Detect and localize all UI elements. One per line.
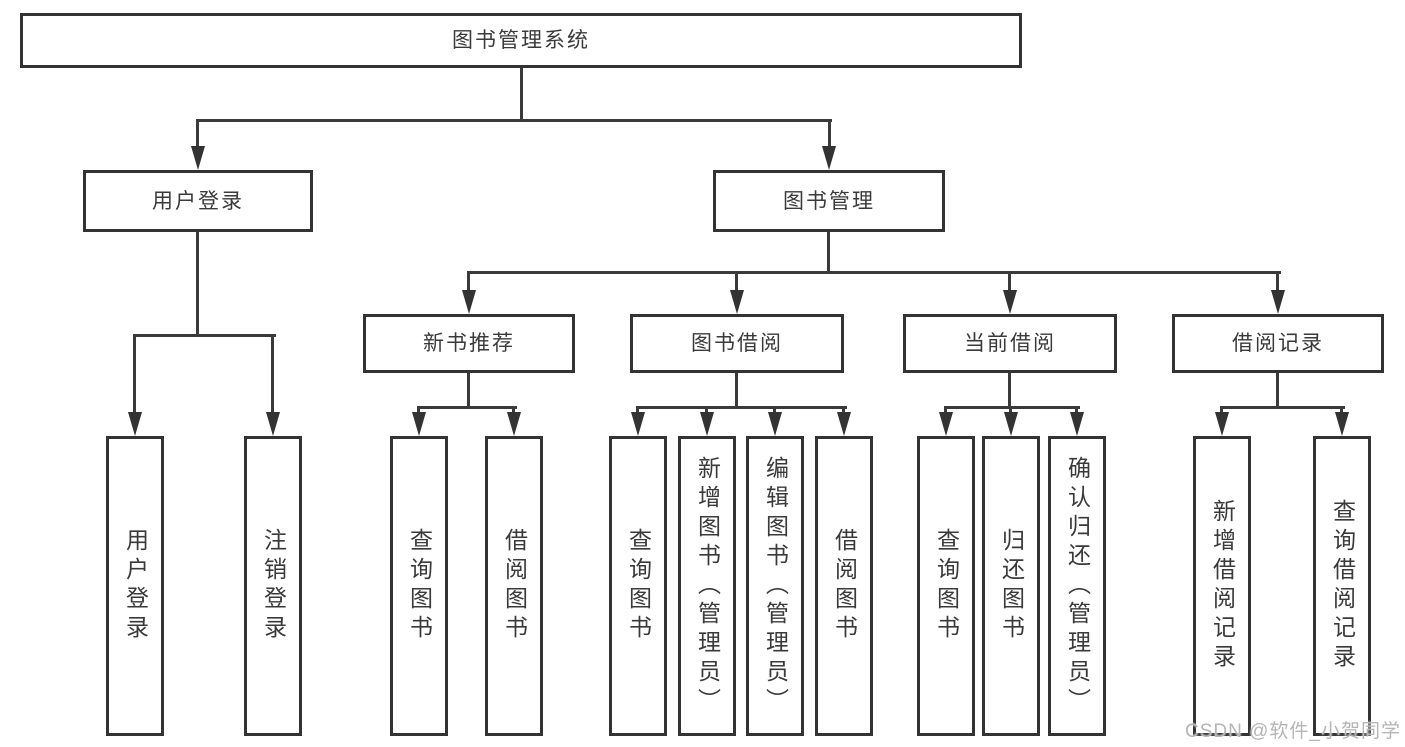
node-book-management: 图书管理 (713, 170, 945, 232)
arrow-down-icon (700, 412, 714, 436)
node-borrowing-records: 借阅记录 (1172, 314, 1384, 373)
connector-line (520, 68, 523, 121)
connector-line (735, 271, 738, 293)
arrow-down-icon (939, 412, 953, 436)
leaf-add-books-admin-label: 新增图书（管理员） (694, 455, 721, 717)
leaf-query-books-borrowing: 查询图书 (609, 436, 667, 736)
arrow-down-icon (507, 412, 521, 436)
connector-line (467, 271, 1281, 274)
arrow-down-icon (462, 290, 476, 314)
connector-line (271, 334, 274, 416)
connector-line (467, 271, 470, 293)
connector-line (1008, 271, 1011, 293)
leaf-borrow-books-recommend-label: 借阅图书 (501, 528, 528, 644)
csdn-watermark: CSDN @软件_小贺同学 (1185, 721, 1401, 742)
connector-line (827, 232, 830, 274)
node-new-book-recommend-label: 新书推荐 (423, 332, 515, 355)
node-new-book-recommend: 新书推荐 (363, 314, 575, 373)
connector-line (1075, 406, 1078, 416)
arrow-down-icon (631, 412, 645, 436)
leaf-logout: 注销登录 (244, 436, 302, 736)
leaf-add-borrow-record-label: 新增借阅记录 (1209, 499, 1236, 673)
connector-line (196, 119, 832, 122)
arrow-down-icon (191, 146, 205, 170)
connector-line (944, 406, 947, 416)
leaf-user-login: 用户登录 (106, 436, 164, 736)
node-book-borrowing: 图书借阅 (630, 314, 844, 373)
leaf-query-books-recommend-label: 查询图书 (406, 528, 433, 644)
arrow-down-icon (1004, 412, 1018, 436)
connector-line (196, 119, 199, 149)
node-book-management-label: 图书管理 (783, 189, 875, 213)
node-book-borrowing-label: 图书借阅 (691, 332, 783, 355)
leaf-edit-books-admin: 编辑图书（管理员） (746, 436, 804, 736)
leaf-logout-label: 注销登录 (260, 528, 287, 644)
connector-line (735, 373, 738, 408)
connector-line (1220, 406, 1223, 416)
connector-line (1276, 271, 1279, 293)
connector-line (944, 406, 1080, 409)
node-current-borrowing: 当前借阅 (903, 314, 1117, 373)
leaf-query-books-recommend: 查询图书 (390, 436, 448, 736)
leaf-confirm-return-admin: 确认归还（管理员） (1048, 436, 1106, 736)
connector-line (1276, 373, 1279, 408)
arrow-down-icon (1070, 412, 1084, 436)
connector-line (773, 406, 776, 416)
leaf-return-books: 归还图书 (982, 436, 1040, 736)
arrow-down-icon (412, 412, 426, 436)
leaf-borrow-books-label: 借阅图书 (831, 528, 858, 644)
connector-line (1340, 406, 1343, 416)
leaf-edit-books-admin-label: 编辑图书（管理员） (762, 455, 789, 717)
connector-line (842, 406, 845, 416)
arrow-down-icon (1215, 412, 1229, 436)
arrow-down-icon (768, 412, 782, 436)
leaf-add-borrow-record: 新增借阅记录 (1193, 436, 1251, 736)
connector-line (636, 406, 639, 416)
node-library-system-label: 图书管理系统 (452, 29, 590, 52)
connector-line (417, 406, 517, 409)
leaf-query-books-borrowing-label: 查询图书 (625, 528, 652, 644)
arrow-down-icon (128, 412, 142, 436)
connector-line (133, 334, 276, 337)
connector-line (467, 373, 470, 408)
arrow-down-icon (1271, 290, 1285, 314)
arrow-down-icon (837, 412, 851, 436)
arrow-down-icon (266, 412, 280, 436)
arrow-down-icon (1335, 412, 1349, 436)
connector-line (417, 406, 420, 416)
leaf-query-books-current: 查询图书 (917, 436, 975, 736)
node-user-login-label: 用户登录 (152, 189, 244, 213)
leaf-borrow-books-recommend: 借阅图书 (485, 436, 543, 736)
leaf-return-books-label: 归还图书 (998, 528, 1025, 644)
arrow-down-icon (1003, 290, 1017, 314)
connector-line (1220, 406, 1345, 409)
connector-line (828, 119, 831, 149)
leaf-query-books-current-label: 查询图书 (933, 528, 960, 644)
connector-line (133, 334, 136, 416)
arrow-down-icon (730, 290, 744, 314)
connector-line (1009, 406, 1012, 416)
leaf-add-books-admin: 新增图书（管理员） (678, 436, 736, 736)
connector-line (196, 232, 199, 336)
connector-line (1008, 373, 1011, 408)
leaf-query-borrow-record: 查询借阅记录 (1313, 436, 1371, 736)
node-current-borrowing-label: 当前借阅 (964, 332, 1056, 355)
leaf-user-login-label: 用户登录 (122, 528, 149, 644)
arrow-down-icon (822, 146, 836, 170)
node-library-system: 图书管理系统 (20, 13, 1022, 68)
leaf-query-borrow-record-label: 查询借阅记录 (1329, 499, 1356, 673)
node-user-login: 用户登录 (83, 170, 313, 232)
node-borrowing-records-label: 借阅记录 (1232, 332, 1324, 355)
leaf-borrow-books: 借阅图书 (815, 436, 873, 736)
connector-line (512, 406, 515, 416)
leaf-confirm-return-admin-label: 确认归还（管理员） (1064, 455, 1091, 717)
connector-line (636, 406, 847, 409)
connector-line (705, 406, 708, 416)
